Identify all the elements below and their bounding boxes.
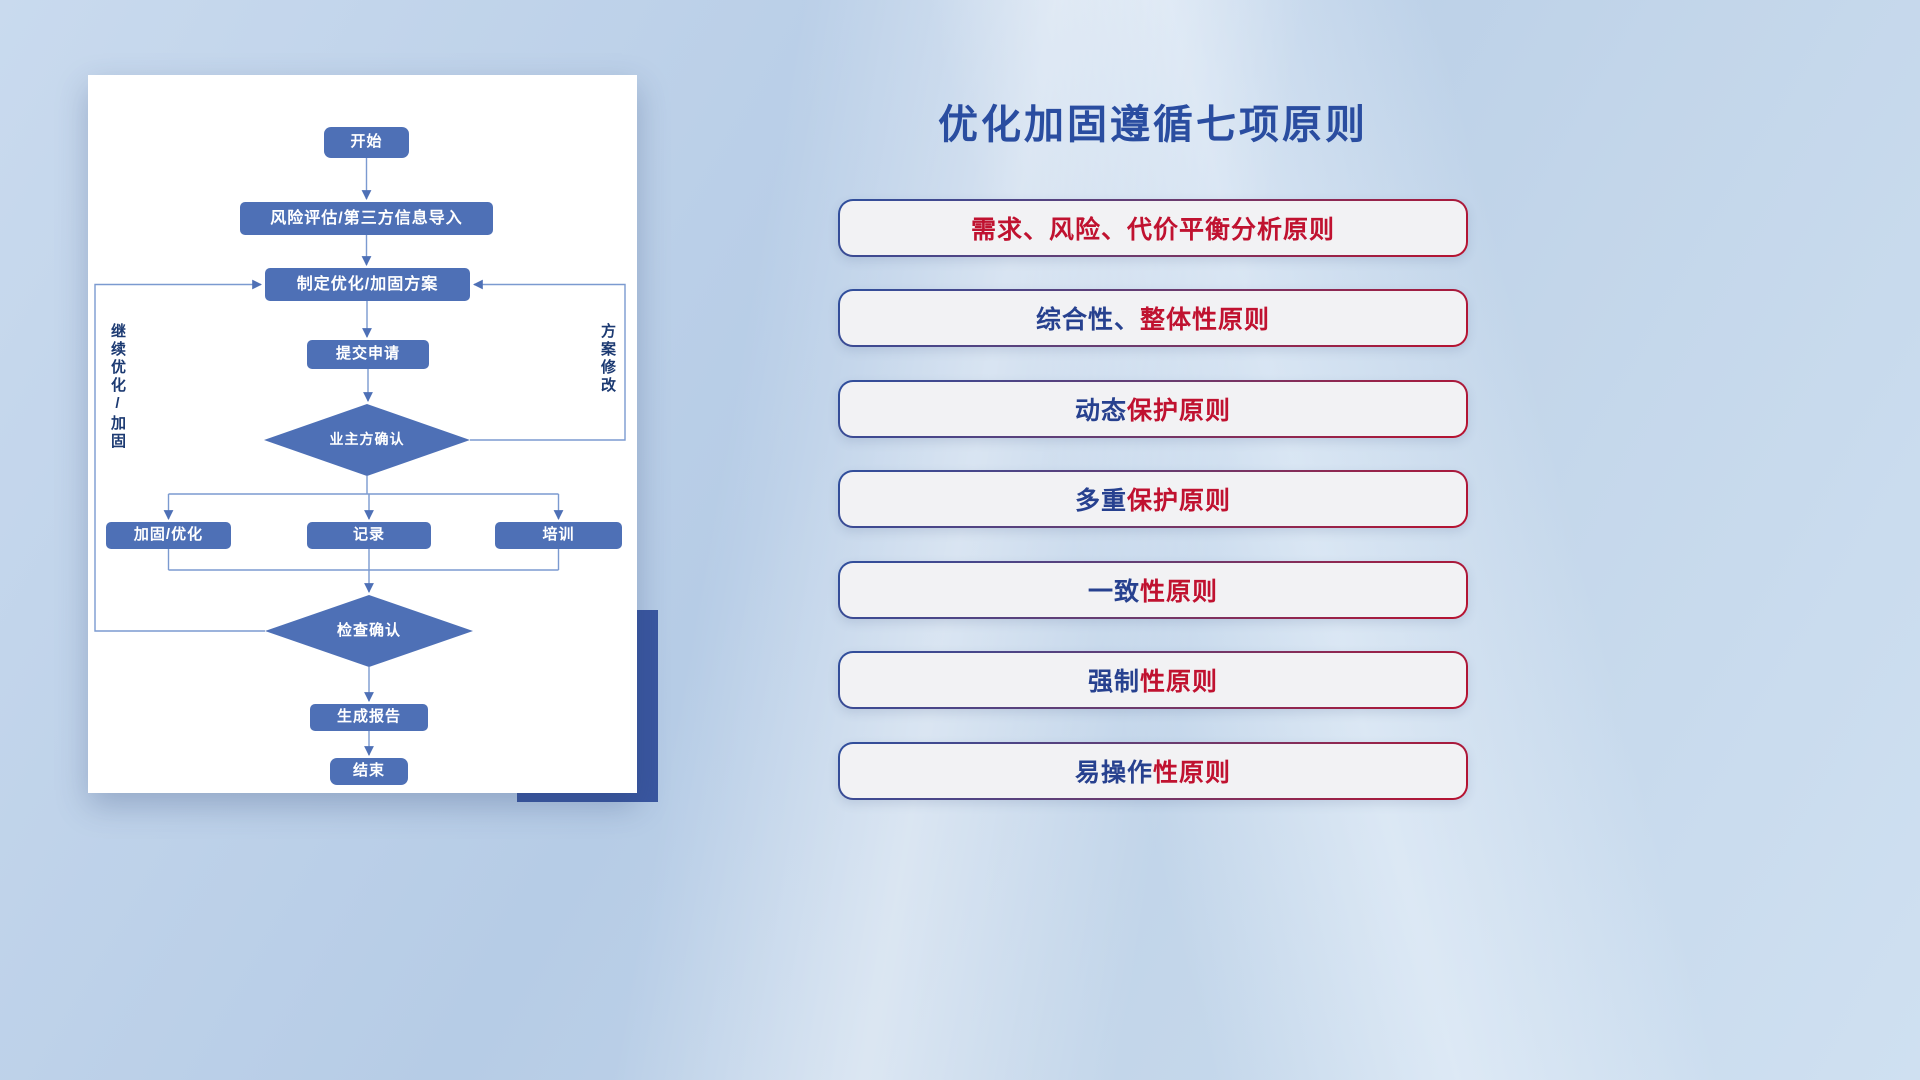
- edge-plan-modify: [470, 279, 626, 441]
- principle-pill-4: 多重保护原则: [838, 470, 1468, 528]
- principle-text-red: 保护原则: [1127, 397, 1232, 425]
- principle-text-blue: 动态: [1074, 397, 1127, 425]
- edge-label-plan-modify: 方案修改: [599, 323, 616, 395]
- page-title: 优化加固遵循七项原则: [938, 103, 1368, 147]
- flow-node-end: 结束: [330, 758, 408, 785]
- flowchart-card: 开始 风险评估/第三方信息导入 制定优化/加固方案 提交申请 业主方确认 加固/…: [88, 75, 637, 793]
- flow-node-training: 培训: [495, 522, 622, 549]
- principle-text-red: 需求、风险、代价平衡分析原则: [970, 216, 1335, 244]
- principle-label: 动态保护原则: [840, 382, 1466, 436]
- principle-label: 多重保护原则: [840, 472, 1466, 526]
- flow-connectors: [94, 158, 626, 756]
- principle-label: 综合性、整体性原则: [840, 291, 1466, 345]
- principle-text-red: 整体性原则: [1140, 306, 1271, 334]
- principle-pill-6: 强制性原则: [838, 651, 1468, 709]
- principle-pill-3: 动态保护原则: [838, 380, 1468, 438]
- principle-label: 需求、风险、代价平衡分析原则: [840, 201, 1466, 255]
- principle-text-red: 保护原则: [1127, 487, 1232, 515]
- flow-node-make-plan: 制定优化/加固方案: [265, 268, 470, 301]
- principle-pill-2: 综合性、整体性原则: [838, 289, 1468, 347]
- flow-node-record: 记录: [307, 522, 431, 549]
- flow-node-generate-report: 生成报告: [310, 704, 428, 731]
- edge-label-continue-optimize: 继续优化/加固: [109, 323, 126, 451]
- principle-text-blue: 一致: [1087, 578, 1140, 606]
- principles-panel: 优化加固遵循七项原则 需求、风险、代价平衡分析原则 综合性、整体性原则 动态保护…: [838, 0, 1468, 1080]
- principle-text-red: 性原则: [1140, 578, 1219, 606]
- edge-continue-optimize: [94, 279, 265, 632]
- principle-pill-7: 易操作性原则: [838, 742, 1468, 800]
- principle-text-blue: 强制: [1087, 668, 1140, 696]
- flow-node-submit-request: 提交申请: [307, 340, 429, 369]
- principle-text-blue: 多重: [1074, 487, 1127, 515]
- principle-label: 易操作性原则: [840, 744, 1466, 798]
- principle-label: 强制性原则: [840, 653, 1466, 707]
- flow-node-reinforce-optimize: 加固/优化: [106, 522, 231, 549]
- flow-node-start: 开始: [324, 127, 409, 158]
- flow-node-risk-import: 风险评估/第三方信息导入: [240, 202, 493, 235]
- principle-text-blue: 综合性、: [1035, 306, 1140, 334]
- principle-pill-1: 需求、风险、代价平衡分析原则: [838, 199, 1468, 257]
- connector-lines: [94, 158, 626, 756]
- principle-pill-5: 一致性原则: [838, 561, 1468, 619]
- principle-text-red: 性原则: [1153, 759, 1232, 787]
- principle-text-blue: 易操作: [1074, 759, 1153, 787]
- principle-text-red: 性原则: [1140, 668, 1219, 696]
- principle-label: 一致性原则: [840, 563, 1466, 617]
